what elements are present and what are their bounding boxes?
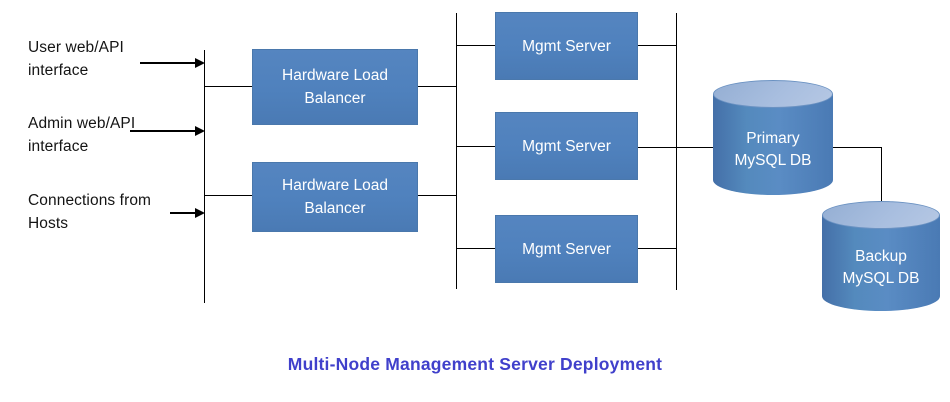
- bus-line-left: [204, 50, 205, 303]
- input-label-connections-hosts: Connections from Hosts: [28, 192, 152, 232]
- node-label: Hardware Load Balancer: [282, 67, 388, 107]
- connector-lb2-to-bus: [418, 195, 456, 196]
- node-hardware-load-balancer-2: Hardware Load Balancer: [252, 162, 418, 232]
- arrow-right-icon: [195, 57, 205, 68]
- connector-bus-to-mgmt3: [456, 248, 495, 249]
- arrow-line-admin: [130, 130, 197, 132]
- node-mgmt-server-3: Mgmt Server: [495, 215, 638, 283]
- node-label: Hardware Load Balancer: [282, 177, 388, 217]
- connector-mgmt2-to-primary-db: [638, 147, 713, 148]
- connector-mgmt1-to-bus: [638, 45, 676, 46]
- connector-bus-to-mgmt2: [456, 146, 495, 147]
- connector-primary-to-backup-h: [833, 147, 882, 148]
- node-label: Mgmt Server: [522, 240, 611, 258]
- node-backup-mysql-db: Backup MySQL DB: [822, 201, 940, 311]
- arrow-right-icon: [195, 125, 205, 136]
- connector-bus-to-lb1: [204, 86, 252, 87]
- bus-line-middle: [456, 13, 457, 289]
- connector-primary-to-backup-v: [881, 147, 882, 210]
- node-label: Backup MySQL DB: [842, 248, 920, 287]
- node-label: Mgmt Server: [522, 137, 611, 155]
- connector-bus-to-mgmt1: [456, 45, 495, 46]
- arrow-line-hosts: [170, 212, 197, 214]
- diagram-title: Multi-Node Management Server Deployment: [287, 354, 663, 374]
- arrow-right-icon: [195, 207, 205, 218]
- connector-lb1-to-bus: [418, 86, 456, 87]
- bus-line-right: [676, 13, 677, 290]
- arrow-line-user: [140, 62, 197, 64]
- node-label: Mgmt Server: [522, 37, 611, 55]
- connector-bus-to-lb2: [204, 195, 252, 196]
- node-mgmt-server-2: Mgmt Server: [495, 112, 638, 180]
- input-label-admin-web-api: Admin web/API interface: [28, 115, 136, 155]
- cylinder-body: [713, 94, 833, 195]
- connector-mgmt3-to-bus: [638, 248, 676, 249]
- node-primary-mysql-db: Primary MySQL DB: [713, 80, 833, 195]
- cylinder-body: [822, 215, 940, 311]
- node-mgmt-server-1: Mgmt Server: [495, 12, 638, 80]
- cylinder-top-icon: [713, 80, 833, 108]
- cylinder-top-icon: [822, 201, 940, 229]
- node-hardware-load-balancer-1: Hardware Load Balancer: [252, 49, 418, 125]
- input-label-user-web-api: User web/API interface: [28, 39, 124, 79]
- node-label: Primary MySQL DB: [734, 129, 812, 169]
